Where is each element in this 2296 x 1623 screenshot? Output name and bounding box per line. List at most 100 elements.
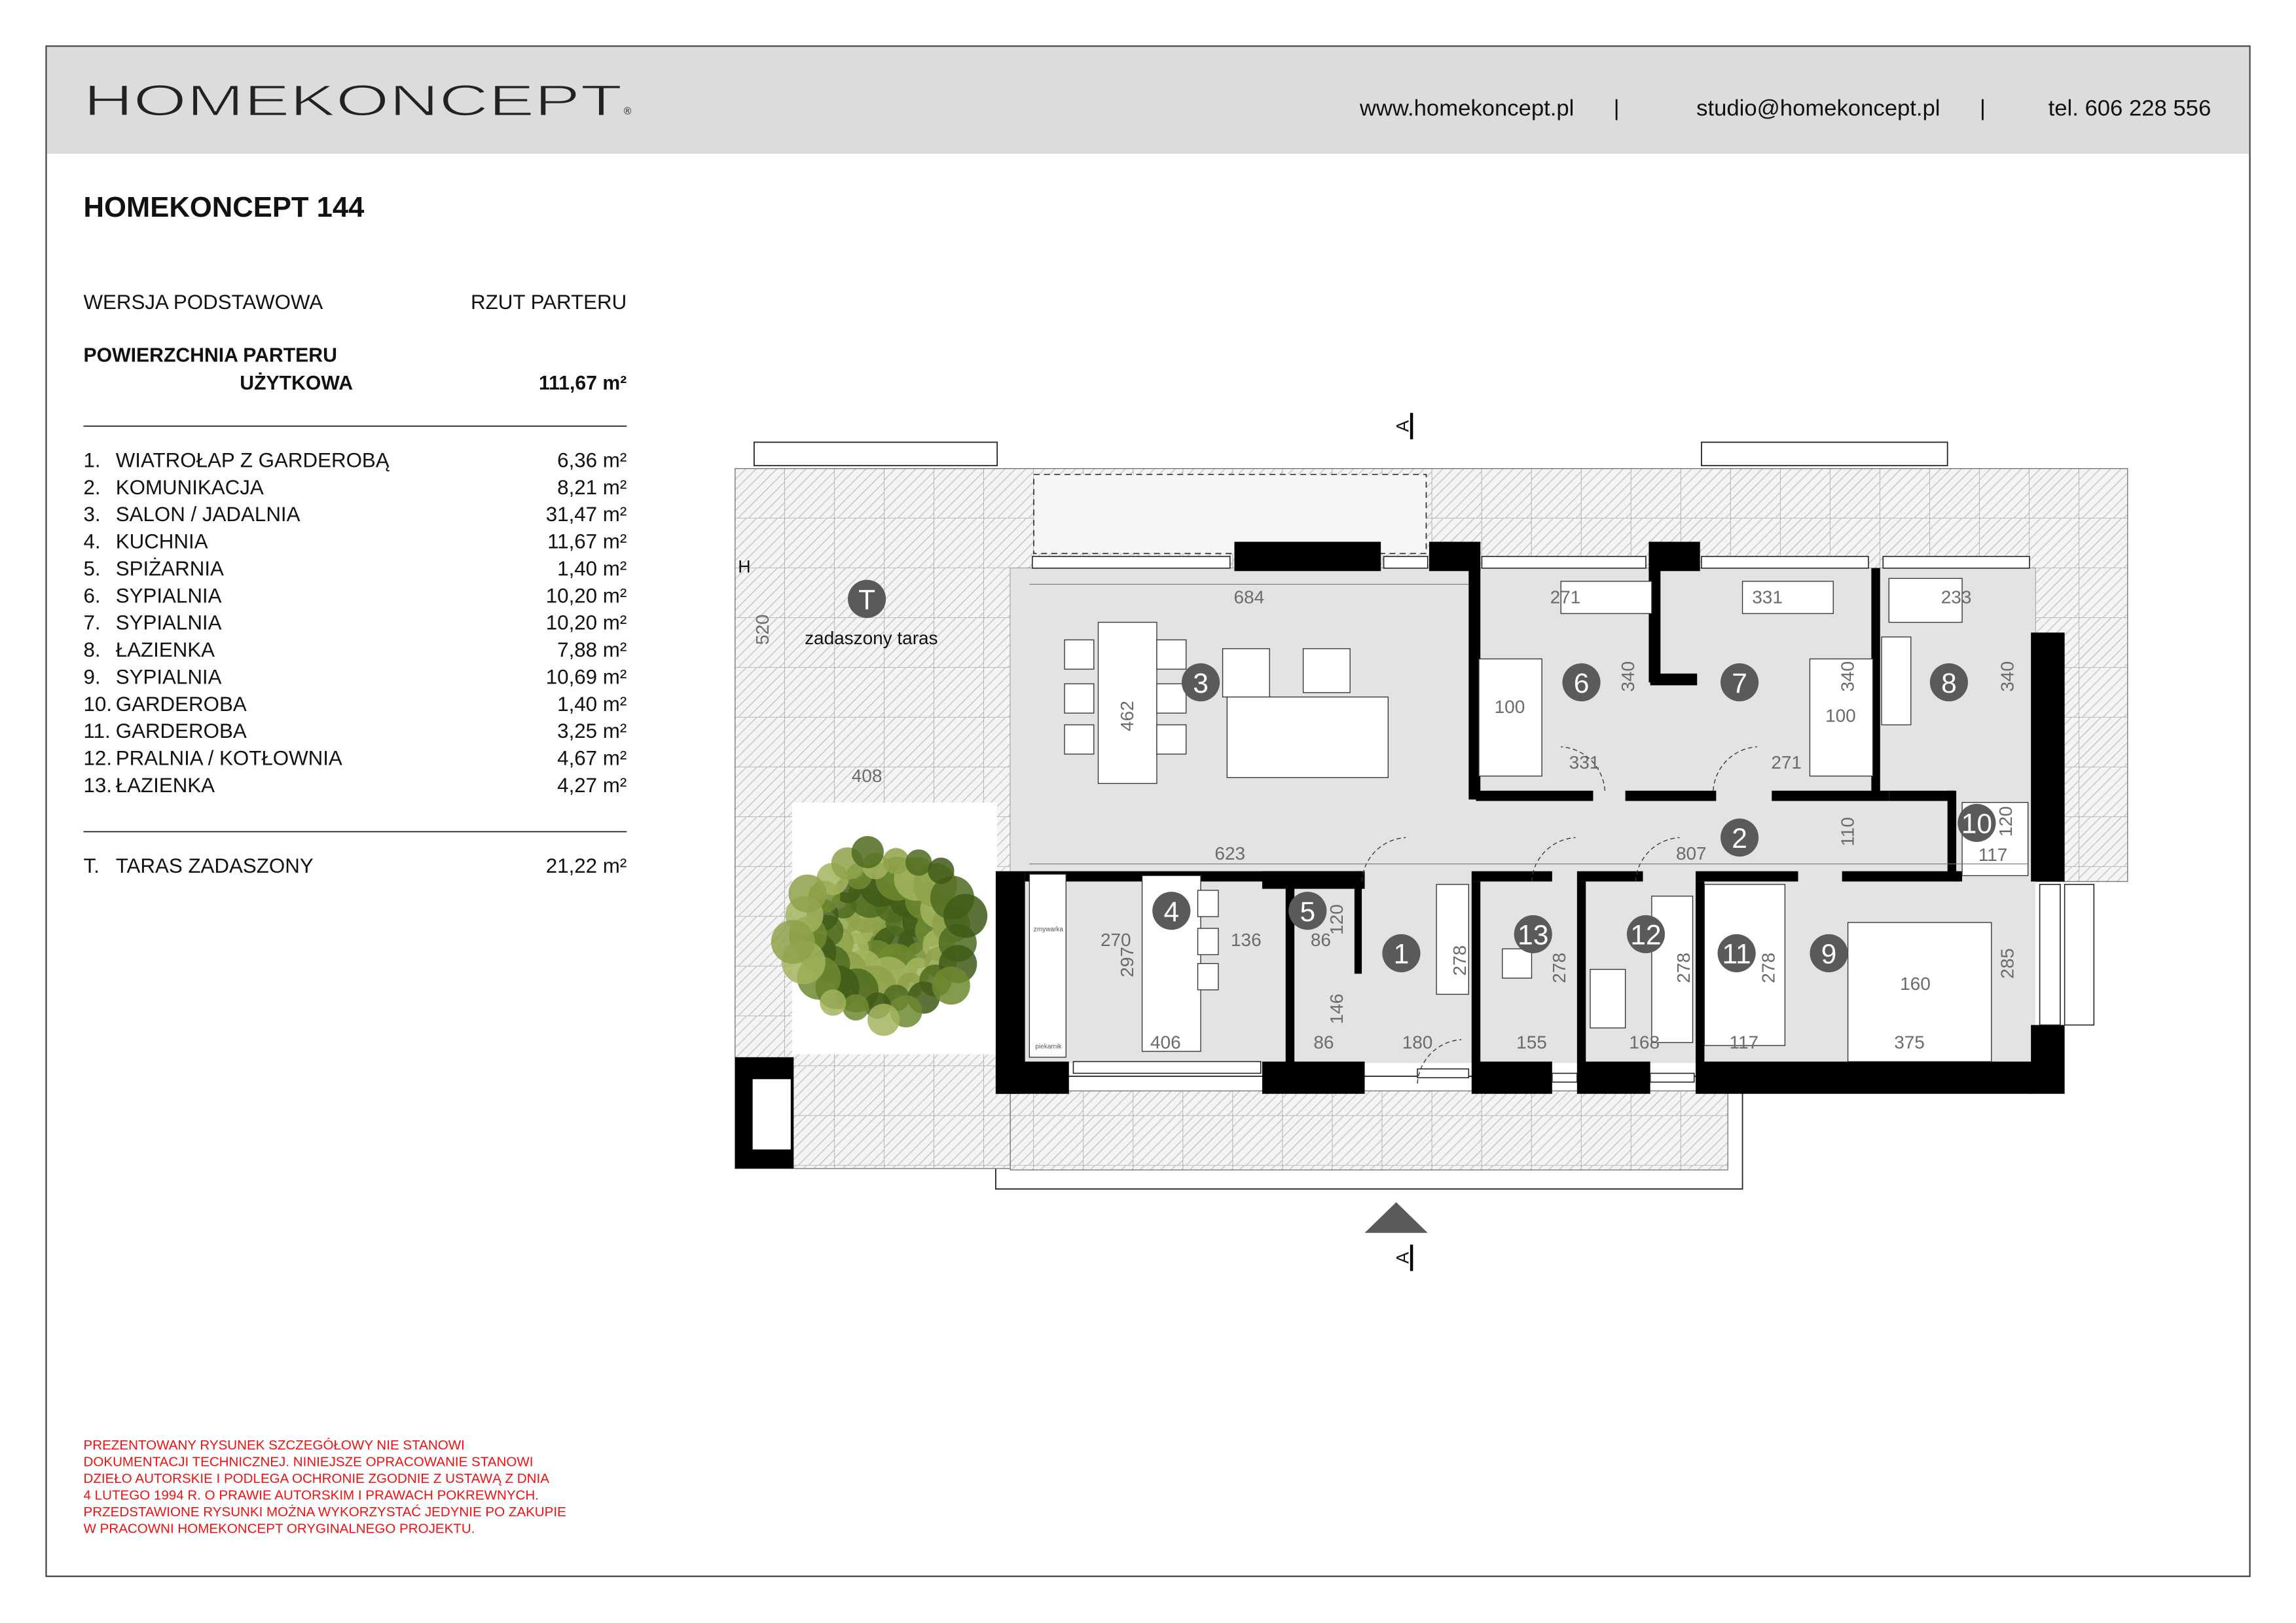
room-area: 10,69 m² <box>546 665 627 688</box>
tree-foliage <box>932 966 970 1005</box>
project-title: HOMEKONCEPT 144 <box>84 192 365 223</box>
chair <box>1156 683 1187 714</box>
badge-circle <box>1929 663 1968 702</box>
dimension-label: 155 <box>1516 1032 1547 1052</box>
room-number: 3. <box>84 503 101 526</box>
area-label: UŻYTKOWA <box>240 373 353 394</box>
chair <box>1064 683 1095 714</box>
window[interactable] <box>1701 556 1869 569</box>
terrace-area: 21,22 m² <box>546 854 627 877</box>
badge-circle <box>1720 818 1759 857</box>
room-area: 10,20 m² <box>546 584 627 607</box>
wall <box>1625 790 1717 801</box>
bed <box>1809 658 1874 777</box>
room-name: KOMUNIKACJA <box>116 476 264 499</box>
window[interactable] <box>1882 556 2030 569</box>
badge-label: 1 <box>1394 939 1410 970</box>
dimension-label: 278 <box>1758 953 1779 983</box>
disclaimer-line: PREZENTOWANY RYSUNEK SZCZEGÓŁOWY NIE STA… <box>84 1438 465 1453</box>
header-website-link[interactable]: www.homekoncept.pl <box>1359 96 1574 121</box>
disclaimer-line: DZIEŁO AUTORSKIE I PODLEGA OCHRONIE ZGOD… <box>84 1471 550 1486</box>
dimension-label: 117 <box>1730 1032 1759 1052</box>
badge-circle <box>1717 934 1756 973</box>
room-number: 9. <box>84 665 101 688</box>
room-area: 6,36 m² <box>557 448 627 471</box>
desk <box>1560 581 1652 614</box>
badge-circle <box>1958 803 1996 843</box>
room-badge: 3 <box>1181 663 1220 702</box>
wall <box>1772 790 1889 801</box>
door[interactable] <box>1361 837 1406 882</box>
dimension-label: 406 <box>1150 1032 1181 1052</box>
badge-circle <box>1181 663 1220 702</box>
dimension-label: 168 <box>1629 1032 1660 1052</box>
dimension-label: 271 <box>1550 587 1581 607</box>
chair <box>1156 724 1187 755</box>
badge-circle <box>1514 915 1552 953</box>
dimension-label: 100 <box>1495 697 1525 717</box>
window[interactable] <box>1383 556 1429 569</box>
dimension-label: 270 <box>1101 930 1131 950</box>
door[interactable] <box>1635 837 1680 882</box>
room-number: 5. <box>84 557 101 580</box>
room-area: 8,21 m² <box>557 476 627 499</box>
chair <box>1064 639 1095 670</box>
window[interactable] <box>1032 556 1231 569</box>
room-name: SYPIALNIA <box>116 611 222 634</box>
dimension-label: 233 <box>1941 587 1972 607</box>
room-badge: 5 <box>1288 892 1327 930</box>
dimension-label: 271 <box>1771 752 1802 773</box>
window[interactable] <box>2039 884 2061 1026</box>
dimension-label: 160 <box>1900 974 1931 994</box>
room-number: 4. <box>84 530 101 553</box>
room-badge: 7 <box>1720 663 1759 702</box>
window[interactable] <box>1649 1072 1695 1083</box>
room-area: 3,25 m² <box>557 720 627 742</box>
door[interactable] <box>1561 746 1605 791</box>
room-name: ŁAZIENKA <box>116 638 215 661</box>
tree-foliage <box>820 989 847 1016</box>
terrace-number: T. <box>84 854 100 877</box>
room-number: 7. <box>84 611 101 634</box>
wall <box>1576 1061 1650 1094</box>
window[interactable] <box>1072 1061 1262 1074</box>
badge-label: 12 <box>1630 921 1661 951</box>
wall <box>995 1061 1069 1094</box>
room-name: PRALNIA / KOTŁOWNIA <box>116 747 342 770</box>
room-number: 12. <box>84 747 113 770</box>
chimney <box>752 1079 791 1150</box>
dimension-label: 408 <box>852 765 883 786</box>
header-email-link[interactable]: studio@homekoncept.pl <box>1696 96 1940 121</box>
terrace-label: zadaszony taras <box>805 628 938 648</box>
door[interactable] <box>1531 837 1576 882</box>
front-paving <box>1010 1090 1728 1171</box>
disclaimer-line: DOKUMENTACJI TECHNICZNEJ. NINIEJSZE OPRA… <box>84 1455 534 1470</box>
window[interactable] <box>1552 1072 1578 1083</box>
dimension-label: 462 <box>1117 701 1137 731</box>
room-area: 4,27 m² <box>557 774 627 797</box>
room-number: 8. <box>84 638 101 661</box>
window[interactable] <box>1417 1068 1470 1078</box>
wall <box>1468 568 1481 800</box>
header-phone-link[interactable]: tel. 606 228 556 <box>2049 96 2212 121</box>
tree-foliage <box>788 874 827 913</box>
wall <box>1576 871 1643 882</box>
room-badge: 8 <box>1929 663 1968 702</box>
dimension-label: 684 <box>1234 587 1265 607</box>
dimension-label: 331 <box>1752 587 1783 607</box>
badge-label: 2 <box>1732 824 1747 854</box>
badge-circle <box>1720 663 1759 702</box>
toilet <box>1502 948 1533 979</box>
section-marker-top: A <box>1393 420 1413 432</box>
window[interactable] <box>1481 556 1647 569</box>
door[interactable] <box>1713 746 1757 791</box>
disclaimer-line: W PRACOWNI HOMEKONCEPT ORYGINALNEGO PROJ… <box>84 1522 475 1537</box>
tree-foliage <box>851 835 884 869</box>
badge-label: 4 <box>1163 897 1179 928</box>
dimensions: 6846234085204622713401003313313401002712… <box>752 583 2028 1052</box>
wall <box>1285 881 1295 1062</box>
disclaimer: PREZENTOWANY RYSUNEK SZCZEGÓŁOWY NIE STA… <box>84 1438 566 1536</box>
side-table <box>1302 648 1351 693</box>
door[interactable] <box>1417 1039 1462 1084</box>
